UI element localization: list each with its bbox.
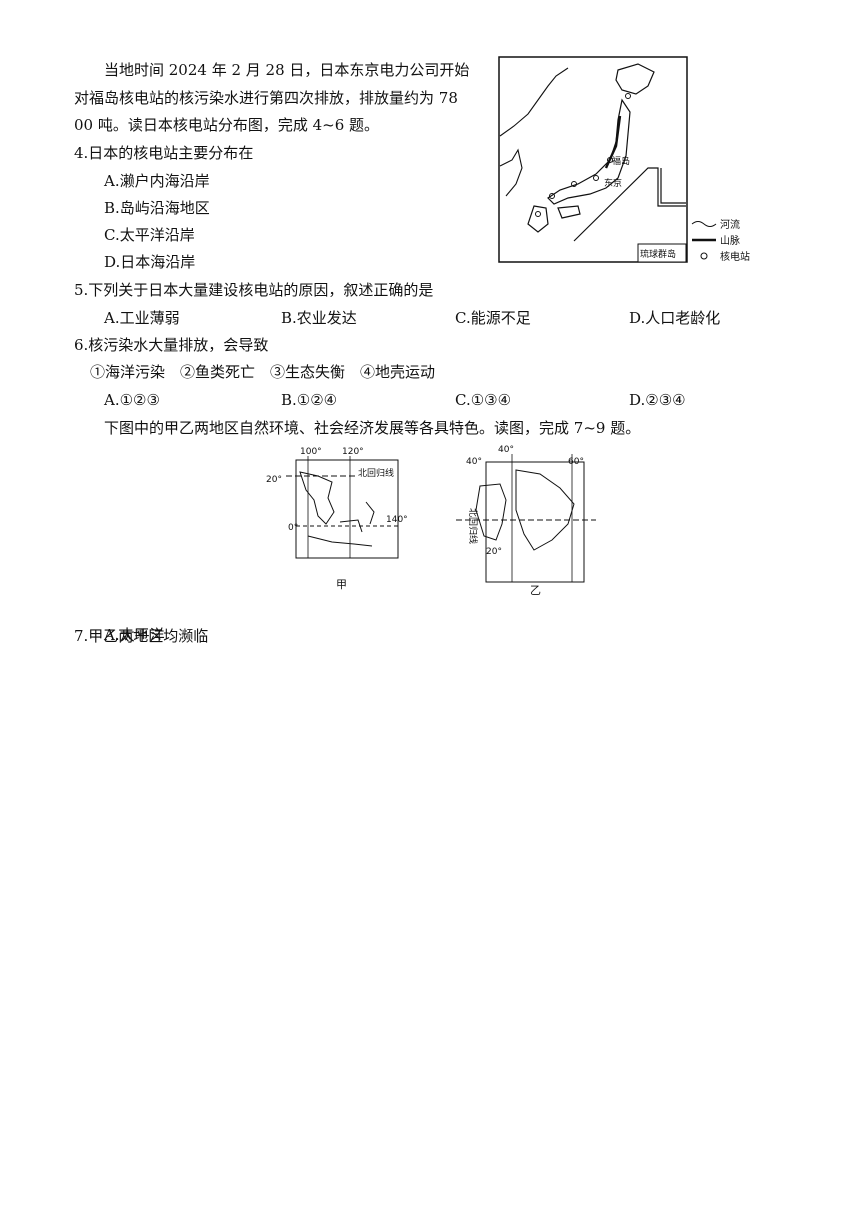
q4-stem: 4.日本的核电站主要分布在	[74, 144, 254, 162]
yi-tropic-label: 北回归线	[467, 508, 479, 544]
q6-items: ①海洋污染 ②鱼类死亡 ③生态失衡 ④地壳运动	[90, 363, 436, 381]
legend-nuclear: 核电站	[720, 250, 750, 263]
jia-tropic-label: 北回归线	[358, 467, 394, 479]
q5-option-c[interactable]: C.能源不足	[455, 309, 531, 327]
yi-region-map: 40° 60° 40° 20° 北回归线 乙	[456, 440, 596, 600]
q4-option-a[interactable]: A.濑户内海沿岸	[104, 172, 210, 190]
yi-lat-40: 40°	[466, 457, 482, 467]
tokyo-label: 东京	[604, 177, 622, 189]
q6-option-b[interactable]: B.①②④	[281, 391, 338, 409]
q6-option-a[interactable]: A.①②③	[104, 391, 160, 409]
fukushima-label: 福岛	[612, 155, 630, 167]
jia-region-map: 100° 120° 20° 0° 140° 北回归线 甲	[262, 442, 422, 594]
q7-stem: 7.甲乙两地区均濒临	[74, 627, 209, 645]
q5-option-b[interactable]: B.农业发达	[281, 309, 357, 327]
legend-river: 河流	[720, 218, 740, 231]
q5-option-d[interactable]: D.人口老龄化	[629, 309, 721, 327]
q6-option-d[interactable]: D.②③④	[629, 391, 686, 409]
intro2-text: 下图中的甲乙两地区自然环境、社会经济发展等各具特色。读图，完成 7~9 题。	[104, 419, 641, 437]
q4-option-c[interactable]: C.太平洋沿岸	[104, 226, 195, 244]
ryukyu-label: 琉球群岛	[640, 248, 676, 260]
intro-line-2: 对福岛核电站的核污染水进行第四次排放，排放量约为 78	[74, 89, 458, 107]
jia-lon-120: 120°	[342, 447, 364, 457]
intro-line-3: 00 吨。读日本核电站分布图，完成 4~6 题。	[74, 116, 380, 134]
jia-lat-20: 20°	[266, 475, 282, 485]
yi-caption: 乙	[530, 584, 541, 596]
q6-stem: 6.核污染水大量排放，会导致	[74, 336, 269, 354]
q7-option-a[interactable]: A.太平洋	[104, 626, 165, 644]
legend-mountain: 山脉	[720, 234, 740, 247]
q5-option-a[interactable]: A.工业薄弱	[104, 309, 180, 327]
q4-option-b[interactable]: B.岛屿沿海地区	[104, 199, 210, 217]
yi-lon-40: 40°	[498, 445, 514, 455]
q6-option-c[interactable]: C.①③④	[455, 391, 512, 409]
japan-nuclear-map: 福岛 东京 琉球群岛 河流 山脉 核电站	[498, 56, 760, 270]
jia-caption: 甲	[336, 578, 347, 590]
jia-lon-100: 100°	[300, 447, 322, 457]
yi-lat-20: 20°	[486, 547, 502, 557]
intro-line-1: 当地时间 2024 年 2 月 28 日，日本东京电力公司开始	[104, 61, 470, 79]
jia-lat-0: 0°	[288, 523, 298, 533]
jia-lon-140: 140°	[386, 515, 408, 525]
q5-stem: 5.下列关于日本大量建设核电站的原因，叙述正确的是	[74, 281, 434, 299]
q4-option-d[interactable]: D.日本海沿岸	[104, 253, 196, 271]
